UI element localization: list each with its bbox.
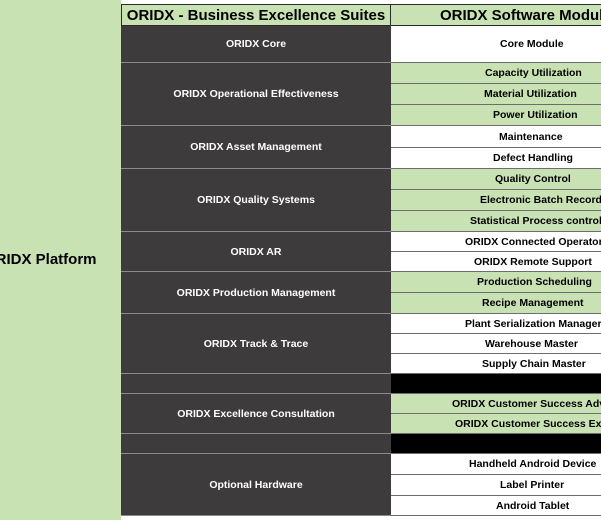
modules-column-header: ORIDX Software Modules bbox=[391, 4, 601, 26]
suite-cell-excellence-consultation: ORIDX Excellence Consultation bbox=[121, 394, 391, 434]
module-label: Production Scheduling bbox=[477, 276, 592, 288]
module-cell-filler bbox=[391, 434, 601, 454]
suite-cell-asset-management: ORIDX Asset Management bbox=[121, 126, 391, 169]
module-cell: Core Module bbox=[391, 26, 601, 63]
suite-cell-production-management: ORIDX Production Management bbox=[121, 272, 391, 314]
module-label: ORIDX Customer Success Expert bbox=[455, 417, 601, 430]
suite-cell-spacer bbox=[121, 374, 391, 394]
module-label: Label Printer bbox=[500, 479, 565, 491]
module-cell: Plant Serialization Manager bbox=[391, 314, 601, 334]
module-cell: ORIDX Remote Support bbox=[391, 252, 601, 272]
module-label: ORIDX Connected Operator bbox=[465, 235, 601, 248]
module-cell-filler bbox=[391, 374, 601, 394]
suite-cell-spacer bbox=[121, 434, 391, 454]
module-label: Electronic Batch Record bbox=[480, 194, 601, 206]
module-label: Defect Handling bbox=[493, 152, 573, 164]
suite-cell-ar: ORIDX AR bbox=[121, 232, 391, 272]
module-cell: Recipe Management bbox=[391, 293, 601, 314]
module-cell: Quality Control bbox=[391, 169, 601, 190]
module-label: Android Tablet bbox=[496, 499, 570, 512]
suites-modules-table: ORIDX - Business Excellence Suites ORIDX… bbox=[121, 0, 601, 520]
module-cell: Handheld Android Device bbox=[391, 454, 601, 475]
module-cell: ORIDX Connected Operator bbox=[391, 232, 601, 252]
module-label: Recipe Management bbox=[482, 297, 584, 309]
suite-cell-track-trace: ORIDX Track & Trace bbox=[121, 314, 391, 374]
module-label: Core Module bbox=[500, 38, 564, 50]
module-cell: Electronic Batch Record bbox=[391, 190, 601, 211]
module-cell: Android Tablet bbox=[391, 496, 601, 516]
platform-label: ORIDX Platform bbox=[0, 251, 97, 268]
suite-cell-operational-effectiveness: ORIDX Operational Effectiveness bbox=[121, 63, 391, 126]
suite-cell-core: ORIDX Core bbox=[121, 26, 391, 63]
module-label: Material Utilization bbox=[484, 88, 577, 100]
module-cell: Defect Handling bbox=[391, 148, 601, 169]
module-cell: Label Printer bbox=[391, 475, 601, 496]
suite-cell-optional-hardware: Optional Hardware bbox=[121, 454, 391, 516]
module-label: Capacity Utilization bbox=[485, 67, 582, 79]
module-cell: Statistical Process control bbox=[391, 211, 601, 232]
module-label: Maintenance bbox=[499, 130, 563, 143]
module-label: Supply Chain Master bbox=[482, 357, 586, 370]
module-cell: Power Utilization bbox=[391, 105, 601, 126]
module-label: ORIDX Customer Success Advisor bbox=[452, 397, 601, 410]
module-label: Warehouse Master bbox=[485, 337, 578, 350]
module-label: Statistical Process control bbox=[470, 215, 601, 227]
suite-cell-quality-systems: ORIDX Quality Systems bbox=[121, 169, 391, 232]
module-label: Plant Serialization Manager bbox=[465, 317, 601, 330]
module-label: Quality Control bbox=[495, 173, 571, 185]
platform-panel: ORIDX Platform bbox=[0, 0, 121, 520]
module-cell: ORIDX Customer Success Expert bbox=[391, 414, 601, 434]
module-label: ORIDX Remote Support bbox=[474, 255, 592, 268]
module-cell: Capacity Utilization bbox=[391, 63, 601, 84]
module-cell: Material Utilization bbox=[391, 84, 601, 105]
module-cell: Supply Chain Master bbox=[391, 354, 601, 374]
module-cell: ORIDX Customer Success Advisor bbox=[391, 394, 601, 414]
suites-column-header: ORIDX - Business Excellence Suites bbox=[121, 4, 391, 26]
module-cell: Maintenance bbox=[391, 126, 601, 148]
module-label: Handheld Android Device bbox=[469, 458, 597, 470]
module-label: Power Utilization bbox=[493, 109, 578, 121]
module-cell: Warehouse Master bbox=[391, 334, 601, 354]
module-cell: Production Scheduling bbox=[391, 272, 601, 293]
